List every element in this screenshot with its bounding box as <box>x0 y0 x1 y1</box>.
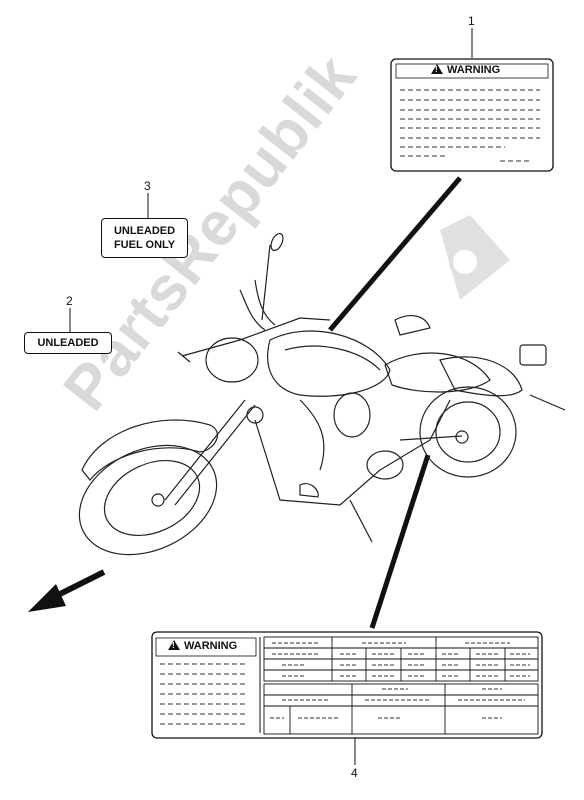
front-direction-arrow-icon <box>28 569 106 612</box>
warning-label-4 <box>151 631 543 739</box>
motorcycle-drawing <box>78 232 566 556</box>
leader-line-1 <box>328 176 462 332</box>
callout-number-2: 2 <box>66 294 73 308</box>
callout-number-4: 4 <box>351 766 358 780</box>
warning-label-1 <box>390 58 554 172</box>
callout-number-1: 1 <box>468 14 475 28</box>
warning-triangle-icon <box>431 64 443 74</box>
warning-label-4-title-text: WARNING <box>184 640 238 652</box>
warning-triangle-icon <box>168 640 180 650</box>
unleaded-fuel-only-line-1: UNLEADED <box>113 225 176 237</box>
warning-label-4-title: WARNING <box>168 640 237 652</box>
unleaded-fuel-only-line-2: FUEL ONLY <box>113 239 176 251</box>
gear-logo-icon <box>440 215 510 300</box>
warning-label-1-title-text: WARNING <box>447 64 501 76</box>
leader-line-4 <box>369 454 431 629</box>
unleaded-label: UNLEADED <box>24 332 112 354</box>
callout-number-3: 3 <box>144 179 151 193</box>
unleaded-label-text: UNLEADED <box>37 337 99 349</box>
warning-label-1-title: WARNING <box>431 64 500 76</box>
unleaded-fuel-only-label: UNLEADED FUEL ONLY <box>101 218 188 258</box>
